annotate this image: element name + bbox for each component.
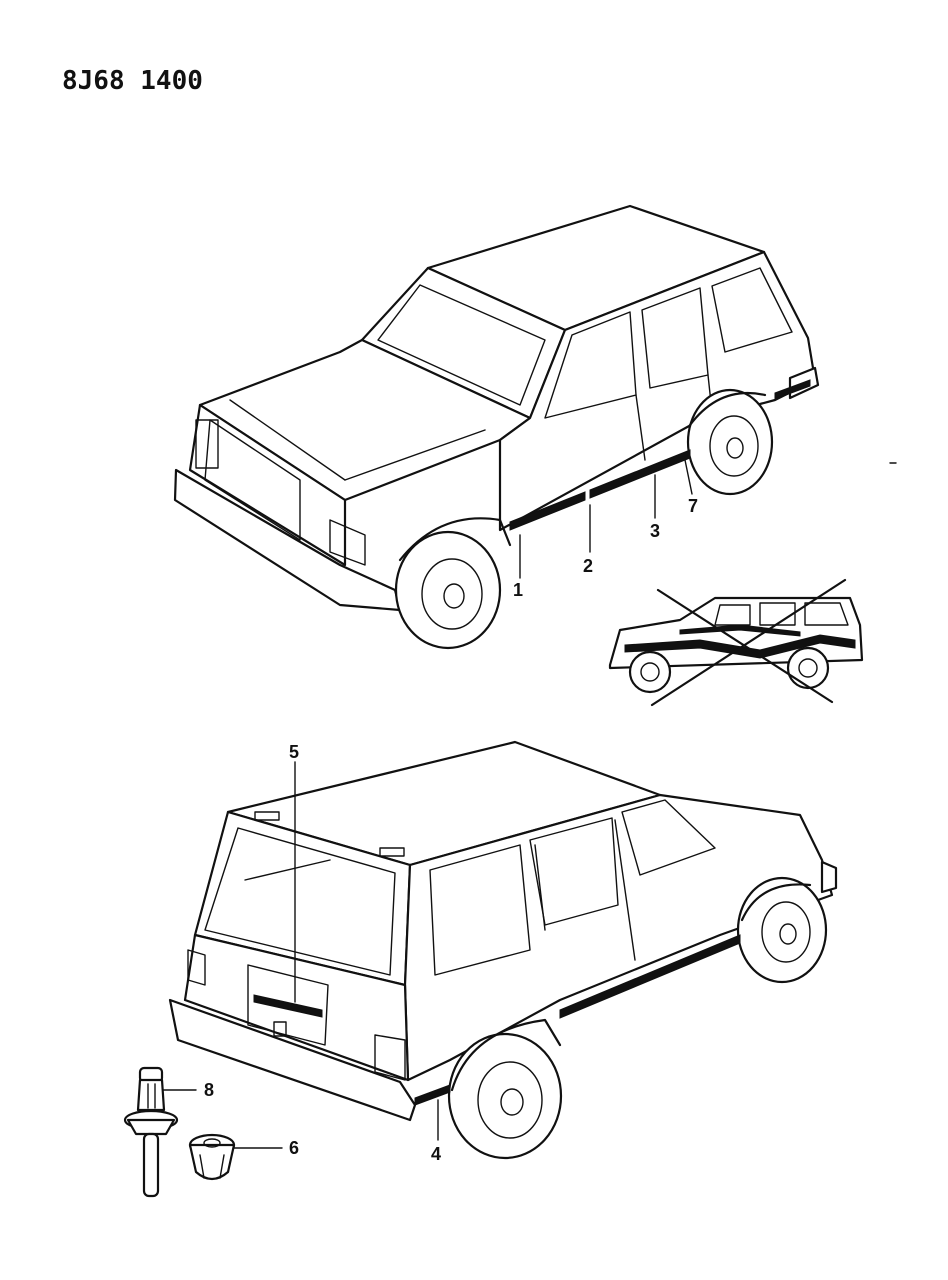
rear-vehicle-illustration <box>168 740 838 1160</box>
callout-1: 1 <box>513 580 523 600</box>
callout-3: 3 <box>650 521 660 541</box>
diagram-code: 8J68 1400 <box>62 66 203 96</box>
excluded-decal-vehicle-illustration <box>608 578 864 707</box>
callout-8: 8 <box>204 1080 214 1100</box>
front-vehicle-illustration <box>173 204 820 650</box>
callout-4: 4 <box>431 1144 441 1164</box>
callout-5: 5 <box>289 742 299 762</box>
callout-7: 7 <box>688 496 698 516</box>
retainer-clip-part <box>188 1133 283 1181</box>
callout-6: 6 <box>289 1138 299 1158</box>
callout-2: 2 <box>583 556 593 576</box>
push-rivet-part <box>123 1066 197 1198</box>
